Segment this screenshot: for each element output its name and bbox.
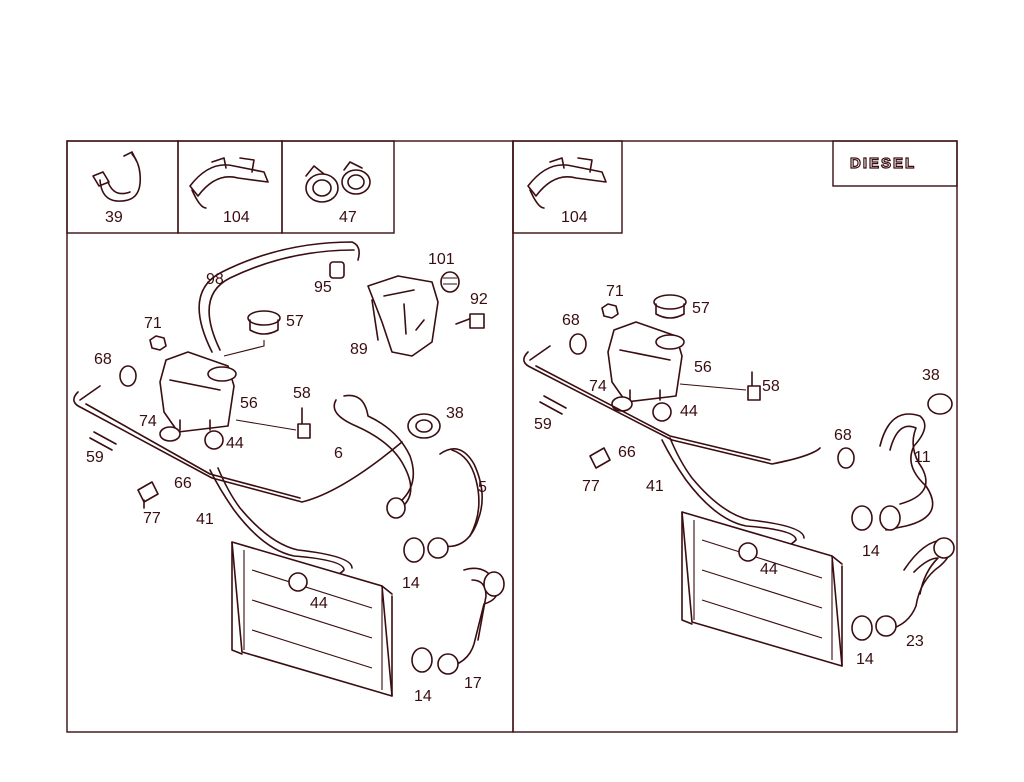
callout-r74: 74 [589,378,607,395]
right-parts-drawing [523,294,955,667]
callout-r68-lower: 68 [834,427,852,444]
callout-r66: 66 [618,444,636,461]
callout-17: 17 [464,675,482,692]
callout-r41: 41 [646,478,664,495]
callout-44-lower: 44 [310,595,328,612]
callout-r57: 57 [692,300,710,317]
callout-r58: 58 [762,378,780,395]
callout-41: 41 [196,511,214,528]
callout-r14-upper: 14 [862,543,880,560]
callout-r59: 59 [534,416,552,433]
callout-44-upper: 44 [226,435,244,452]
callout-101: 101 [428,251,455,268]
callout-r44-lower: 44 [760,561,778,578]
inset-label-39: 39 [105,209,123,226]
callout-74: 74 [139,413,157,430]
left-parts-drawing [73,241,505,697]
callout-r56: 56 [694,359,712,376]
callout-r14-lower: 14 [856,651,874,668]
callout-92: 92 [470,291,488,308]
inset-label-47: 47 [339,209,357,226]
inset-label-104-right: 104 [561,209,588,226]
callout-r77: 77 [582,478,600,495]
right-panel-frame [512,140,958,733]
callout-66: 66 [174,475,192,492]
callout-98: 98 [206,271,224,288]
inset-label-104-left: 104 [223,209,250,226]
diesel-badge-box [832,140,958,187]
right-callouts: 71 57 68 56 74 58 44 38 59 68 66 11 77 4… [534,283,940,668]
callout-56: 56 [240,395,258,412]
callout-r44-upper: 44 [680,403,698,420]
callout-95: 95 [314,279,332,296]
callout-r68-upper: 68 [562,312,580,329]
callout-77: 77 [143,510,161,527]
clamp-47-drawing [305,161,371,203]
callout-r23: 23 [906,633,924,650]
callout-5: 5 [478,479,487,496]
callout-57: 57 [286,313,304,330]
callout-6: 6 [334,445,343,462]
right-inset-box-104 [512,140,623,234]
callout-14-lower: 14 [414,688,432,705]
left-callouts: 98 95 101 92 89 57 71 68 56 58 38 74 44 … [86,251,488,705]
callout-14-upper: 14 [402,575,420,592]
callout-r38: 38 [922,367,940,384]
diesel-badge: DIESEL [850,155,916,172]
bracket-104-drawing [189,157,269,209]
left-inset-box-47 [281,140,395,234]
clamp-39-drawing [92,151,142,202]
callout-68: 68 [94,351,112,368]
callout-89: 89 [350,341,368,358]
callout-r71: 71 [606,283,624,300]
callout-58: 58 [293,385,311,402]
bracket-104-right-drawing [527,157,607,209]
callout-71: 71 [144,315,162,332]
callout-38: 38 [446,405,464,422]
callout-59: 59 [86,449,104,466]
callout-r11: 11 [914,449,931,466]
